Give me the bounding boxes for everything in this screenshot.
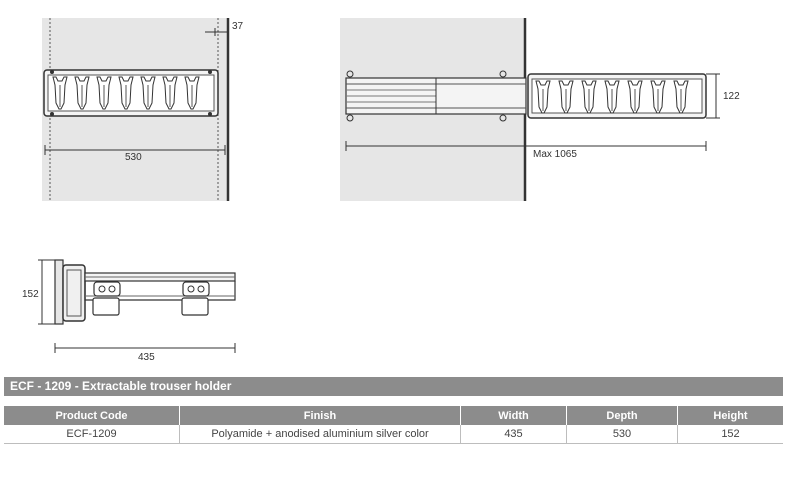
product-title: ECF - 1209 - Extractable trouser holder (10, 379, 232, 393)
wall-gap-label: 37 (232, 21, 244, 32)
cell-product-code: ECF-1209 (4, 425, 180, 444)
side-height-label: 152 (22, 289, 39, 300)
spec-table-header: Product Code Finish Width Depth Height (4, 406, 783, 425)
height-label: 122 (723, 91, 740, 102)
top-view: 37 530 (42, 18, 244, 201)
trouser-hook (74, 76, 90, 110)
side-depth-label: 435 (138, 352, 155, 363)
cell-depth: 530 (566, 425, 678, 444)
trouser-hook (535, 80, 551, 114)
cell-width: 435 (460, 425, 567, 444)
trouser-hook (650, 80, 666, 114)
trouser-hook (52, 76, 68, 110)
front-view: 122 Max 1065 (340, 18, 740, 201)
trouser-hook (118, 76, 134, 110)
trouser-hook (673, 80, 689, 114)
cell-height: 152 (677, 425, 783, 444)
width-label: 530 (125, 152, 142, 163)
cell-finish: Polyamide + anodised aluminium silver co… (179, 425, 461, 444)
product-title-bar: ECF - 1209 - Extractable trouser holder (4, 377, 783, 396)
extension-rail (345, 70, 527, 122)
trouser-hook (162, 76, 178, 110)
col-product-code: Product Code (4, 406, 180, 425)
trouser-hook (184, 76, 200, 110)
side-view: 152 435 (22, 259, 236, 363)
trouser-rack-top (43, 69, 219, 117)
clip-right (181, 281, 210, 316)
spec-table: Product Code Finish Width Depth Height E… (4, 406, 783, 444)
col-finish: Finish (179, 406, 461, 425)
col-height: Height (677, 406, 783, 425)
max-extension-label: Max 1065 (533, 149, 577, 160)
trouser-hook (558, 80, 574, 114)
trouser-hook (627, 80, 643, 114)
technical-drawing: 37 530 (22, 18, 740, 363)
trouser-rack-front (527, 73, 707, 119)
trouser-hook (604, 80, 620, 114)
col-depth: Depth (566, 406, 678, 425)
clip-left (92, 281, 121, 316)
col-width: Width (460, 406, 567, 425)
trouser-hook (581, 80, 597, 114)
trouser-hook (140, 76, 156, 110)
trouser-hook (96, 76, 112, 110)
table-row: ECF-1209 Polyamide + anodised aluminium … (4, 425, 783, 444)
